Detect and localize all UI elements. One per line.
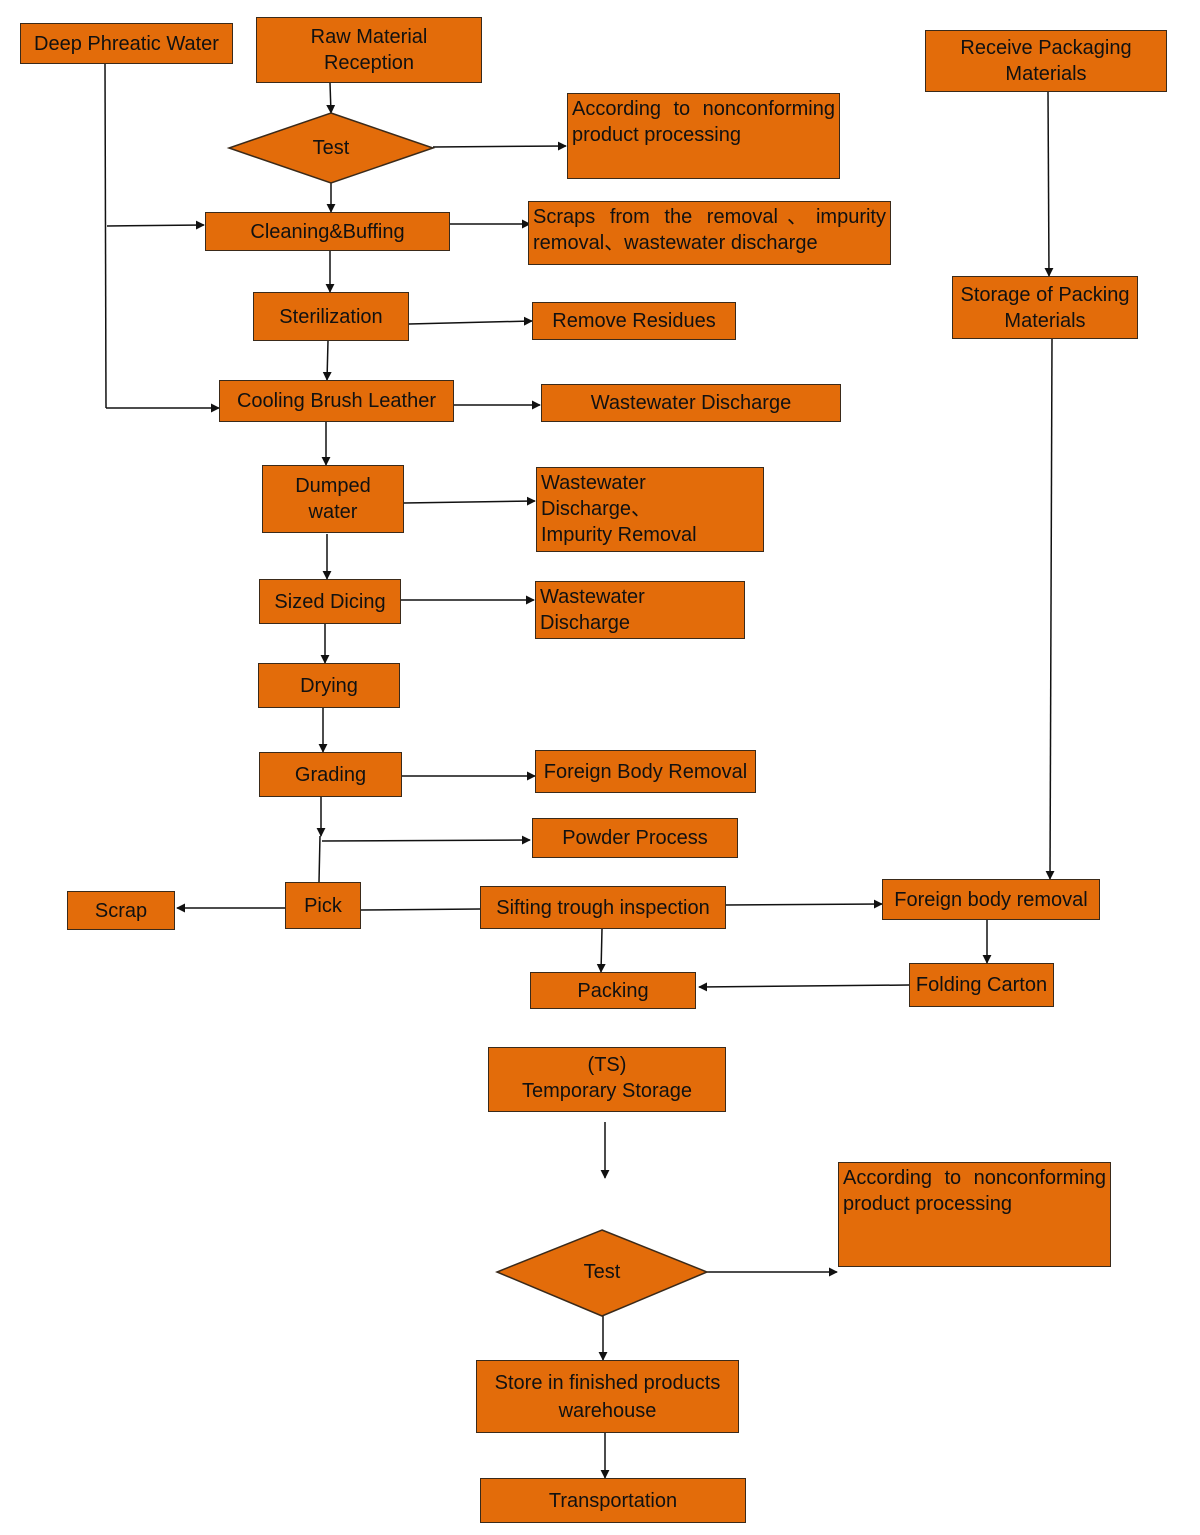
- deep-phreatic-water-box: Deep Phreatic Water: [20, 23, 233, 64]
- remove-residues-box: Remove Residues: [532, 302, 736, 340]
- storage-packing-materials-box: Storage of Packing Materials: [952, 276, 1138, 339]
- receive-packaging-materials-box: Receive Packaging Materials: [925, 30, 1167, 92]
- arrow-sifting-to-foreign-body: [725, 899, 883, 909]
- sifting-trough-inspection-box: Sifting trough inspection: [480, 886, 726, 929]
- arrow-dumped-to-wastewater: [403, 496, 536, 506]
- line-to-pick: [318, 835, 321, 883]
- arrow-storage-to-foreign-body: [1045, 338, 1055, 880]
- foreign-body-removal-box-1: Foreign Body Removal: [535, 750, 756, 793]
- test-decision-diamond-2: [495, 1229, 709, 1317]
- temporary-storage-abbreviation: (TS): [587, 1054, 627, 1076]
- arrow-carton-to-packing: [698, 982, 910, 992]
- foreign-body-removal-box-2: Foreign body removal: [882, 879, 1100, 920]
- wastewater-discharge-box-1: Wastewater Discharge: [541, 384, 841, 422]
- arrow-sifting-to-packing: [596, 928, 606, 973]
- temporary-storage-label: Temporary Storage: [521, 1080, 693, 1102]
- scrap-box: Scrap: [67, 891, 175, 930]
- test-label-2: Test: [583, 1260, 621, 1283]
- packing-box: Packing: [530, 972, 696, 1009]
- finished-products-warehouse-box: Store in finished products warehouse: [476, 1360, 739, 1433]
- nonconforming-processing-box-1: According to nonconforming product proce…: [567, 93, 840, 179]
- wastewater-discharge-box-2: Wastewater Discharge: [535, 581, 745, 639]
- nonconforming-processing-box-2: According to nonconforming product proce…: [838, 1162, 1111, 1267]
- scraps-removal-box: Scraps from the removal、impurity removal…: [528, 201, 891, 265]
- pick-box: Pick: [285, 882, 361, 929]
- test-label-1: Test: [312, 136, 350, 159]
- dumped-water-box: Dumped water: [262, 465, 404, 533]
- wastewater-impurity-removal-box: Wastewater Discharge、 Impurity Removal: [536, 467, 764, 552]
- line-phreatic-water: [104, 63, 107, 409]
- cleaning-buffing-box: Cleaning&Buffing: [205, 212, 450, 251]
- arrow-sterilization-to-residues: [408, 316, 533, 326]
- arrow-reception-to-test: [326, 82, 336, 114]
- test-decision-diamond-1: [226, 112, 436, 184]
- raw-material-reception-box: Raw Material Reception: [256, 17, 482, 83]
- powder-process-box: Powder Process: [532, 818, 738, 858]
- arrow-water-to-cleaning: [106, 220, 205, 230]
- grading-box: Grading: [259, 752, 402, 797]
- sterilization-box: Sterilization: [253, 292, 409, 341]
- folding-carton-box: Folding Carton: [909, 963, 1054, 1007]
- arrow-sterilization-to-cooling: [322, 340, 332, 381]
- transportation-box: Transportation: [480, 1478, 746, 1523]
- temporary-storage-box: (TS) Temporary Storage: [488, 1047, 726, 1112]
- arrow-test-to-nonconforming: [432, 141, 567, 151]
- arrow-receive-to-storage: [1044, 91, 1054, 277]
- sized-dicing-box: Sized Dicing: [259, 579, 401, 624]
- line-pick-to-sifting: [360, 908, 481, 911]
- drying-box: Drying: [258, 663, 400, 708]
- cooling-brush-leather-box: Cooling Brush Leather: [219, 380, 454, 422]
- arrow-to-powder-process: [321, 835, 531, 845]
